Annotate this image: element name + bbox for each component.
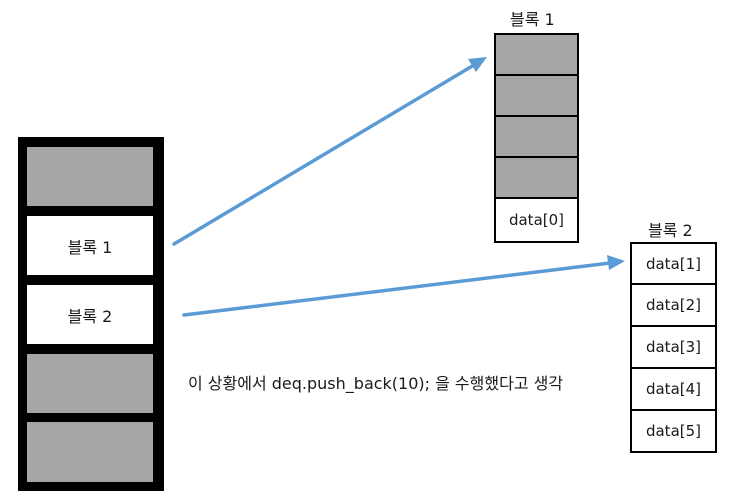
block-1-cell <box>496 76 577 115</box>
block-2-label: 블록 2 <box>648 221 693 240</box>
arrow-to-block-1 <box>172 57 487 246</box>
block-2-cell-data: data[5] <box>632 411 715 451</box>
map-cell-empty <box>27 354 153 413</box>
block-1-cell <box>496 117 577 156</box>
block-2-cell-data: data[1] <box>632 244 715 283</box>
arrow-to-block-2 <box>182 255 625 317</box>
caption-text: 이 상황에서 deq.push_back(10); 을 수행했다고 생각 <box>188 374 564 393</box>
block-1-cell <box>496 158 577 197</box>
block-2-cell-data: data[4] <box>632 369 715 409</box>
map-cell-block-2: 블록 2 <box>27 285 153 344</box>
block-1-column: data[0] <box>494 33 579 243</box>
map-cell-empty <box>27 147 153 206</box>
map-cell-empty <box>27 422 153 482</box>
block-1-cell <box>496 35 577 74</box>
block-1-label: 블록 1 <box>510 10 555 29</box>
map-cell-block-1: 블록 1 <box>27 216 153 275</box>
block-1-cell-data: data[0] <box>496 199 577 241</box>
block-2-column: data[1] data[2] data[3] data[4] data[5] <box>630 242 717 453</box>
block-2-cell-data: data[2] <box>632 285 715 325</box>
map-array: 블록 1 블록 2 <box>18 137 164 491</box>
block-2-cell-data: data[3] <box>632 327 715 367</box>
